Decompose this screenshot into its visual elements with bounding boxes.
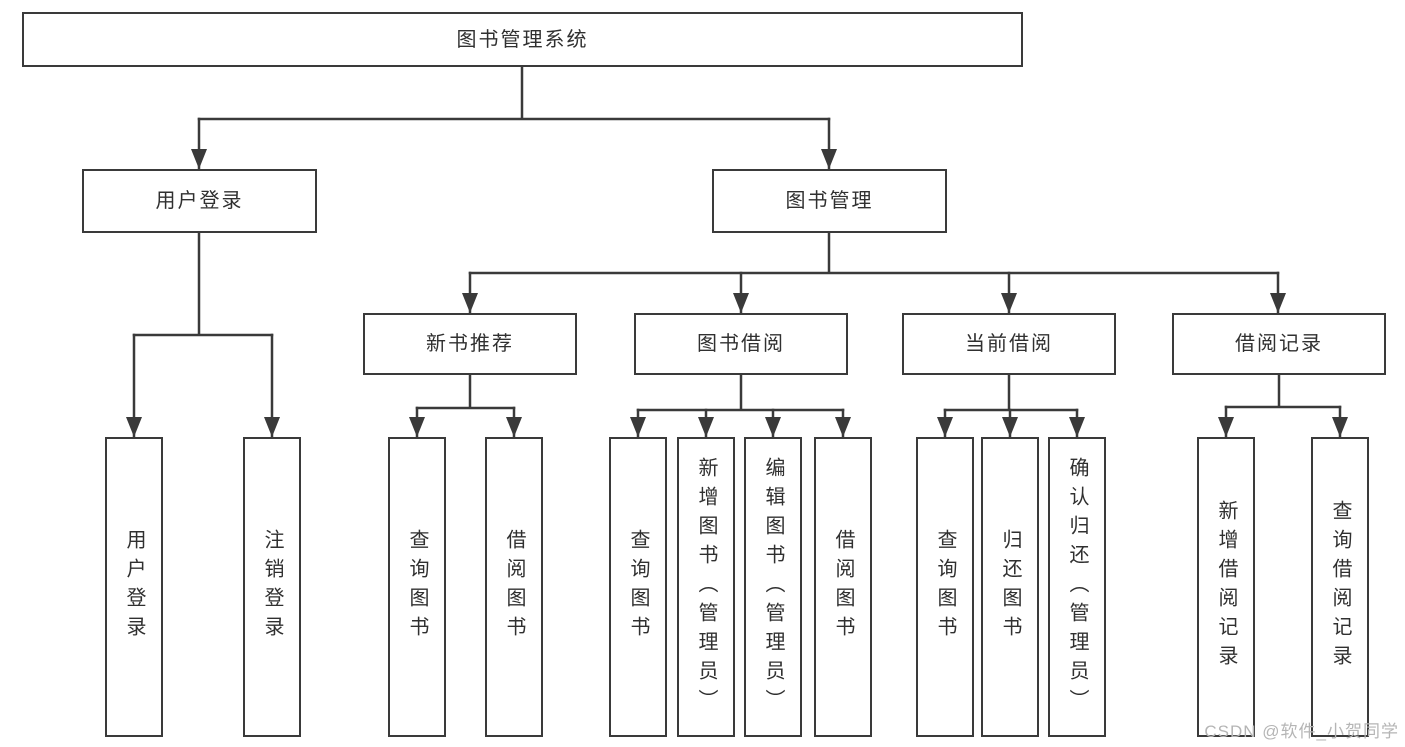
- node-borrowing-records: 借阅记录: [1172, 313, 1386, 375]
- leaf-logout-label: 注销登录: [261, 529, 283, 645]
- node-book-borrowing-label: 图书借阅: [697, 333, 785, 355]
- leaf-borrowing-edit-label: 编辑图书（管理员）: [762, 456, 784, 718]
- node-new-book-recommend-label: 新书推荐: [426, 333, 514, 355]
- leaf-user-login-label: 用户登录: [123, 529, 145, 645]
- leaf-records-add-label: 新增借阅记录: [1215, 500, 1237, 674]
- leaf-logout: 注销登录: [243, 437, 301, 737]
- leaf-current-return-label: 归还图书: [999, 529, 1021, 645]
- leaf-records-query: 查询借阅记录: [1311, 437, 1369, 737]
- node-new-book-recommend: 新书推荐: [363, 313, 577, 375]
- leaf-newbook-borrow-label: 借阅图书: [503, 529, 525, 645]
- node-borrowing-records-label: 借阅记录: [1235, 333, 1323, 355]
- leaf-current-return: 归还图书: [981, 437, 1039, 737]
- trunk-records: [1224, 373, 1342, 409]
- trunk-user-login: [132, 231, 274, 337]
- leaf-borrowing-borrow-label: 借阅图书: [832, 529, 854, 645]
- csdn-watermark: CSDN @软件_小贺同学: [1204, 722, 1399, 741]
- node-book-management-label: 图书管理: [785, 190, 874, 212]
- leaf-borrowing-query-label: 查询图书: [627, 529, 649, 645]
- leaf-borrowing-borrow: 借阅图书: [814, 437, 872, 737]
- leaf-current-query-label: 查询图书: [934, 529, 956, 645]
- leaf-borrowing-query: 查询图书: [609, 437, 667, 737]
- node-book-borrowing: 图书借阅: [634, 313, 848, 375]
- leaf-current-confirm: 确认归还（管理员）: [1048, 437, 1106, 737]
- node-book-management: 图书管理: [712, 169, 947, 233]
- node-user-login: 用户登录: [82, 169, 317, 233]
- leaf-newbook-borrow: 借阅图书: [485, 437, 543, 737]
- leaf-records-query-label: 查询借阅记录: [1329, 500, 1351, 674]
- trunk-new-book: [415, 373, 516, 410]
- trunk-current: [943, 373, 1079, 412]
- leaf-user-login: 用户登录: [105, 437, 163, 737]
- leaf-newbook-query: 查询图书: [388, 437, 446, 737]
- leaf-borrowing-add: 新增图书（管理员）: [677, 437, 735, 737]
- leaf-current-query: 查询图书: [916, 437, 974, 737]
- node-current-borrowing: 当前借阅: [902, 313, 1116, 375]
- leaf-current-confirm-label: 确认归还（管理员）: [1066, 456, 1088, 718]
- leaf-records-add: 新增借阅记录: [1197, 437, 1255, 737]
- trunk-borrowing: [636, 373, 845, 412]
- trunk-book-management: [468, 231, 1280, 275]
- leaf-borrowing-edit: 编辑图书（管理员）: [744, 437, 802, 737]
- node-root-label: 图书管理系统: [456, 28, 589, 51]
- trunk-root: [197, 65, 831, 121]
- leaf-newbook-query-label: 查询图书: [406, 529, 428, 645]
- node-current-borrowing-label: 当前借阅: [965, 333, 1053, 355]
- leaf-borrowing-add-label: 新增图书（管理员）: [695, 456, 717, 718]
- node-root: 图书管理系统: [22, 12, 1023, 67]
- node-user-login-label: 用户登录: [155, 190, 244, 212]
